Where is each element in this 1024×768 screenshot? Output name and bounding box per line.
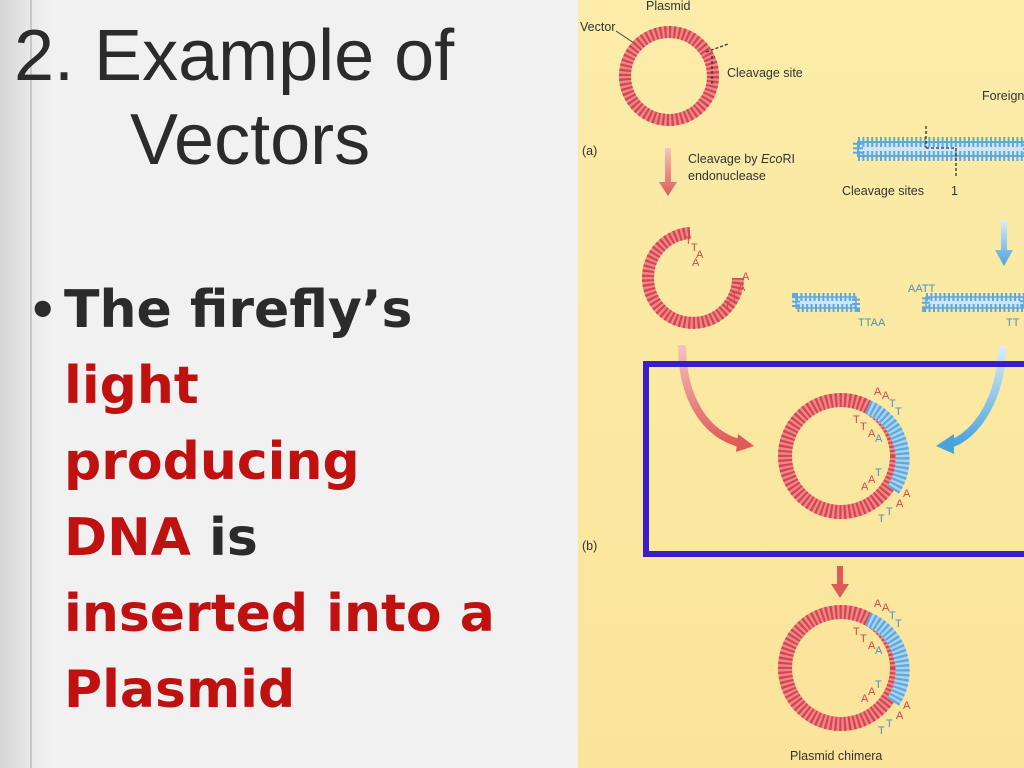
chimera-t2: T xyxy=(895,618,902,630)
chimera-a6: A xyxy=(861,693,869,705)
body-word-is: is xyxy=(190,508,258,568)
curved-arrow-blue-shaft xyxy=(948,345,1006,448)
plasmid-ring xyxy=(619,26,719,126)
foreign-insert xyxy=(865,400,910,494)
tt-label: TT xyxy=(1006,317,1020,329)
cleavage-marker xyxy=(705,43,729,53)
chimera-plasmid xyxy=(778,605,910,731)
annealed-t6: T xyxy=(886,506,893,518)
chimera-t3: T xyxy=(853,626,860,638)
down-arrow-blue xyxy=(995,220,1013,266)
panel-a-label: (a) xyxy=(582,144,597,158)
vector-plasmid xyxy=(619,26,719,126)
foreign-fragment-left-pairs xyxy=(792,293,860,312)
sticky-end-t2: T xyxy=(691,242,698,254)
chimera-t1: T xyxy=(889,610,896,622)
chimera-t4: T xyxy=(860,633,867,645)
annealed-t2: T xyxy=(895,406,902,418)
slide-title: 2. Example of Vectors xyxy=(14,14,574,182)
body-word-dna: DNA xyxy=(64,508,191,568)
down-arrow-chimera xyxy=(831,566,849,598)
body-word-light: light xyxy=(64,356,199,416)
annealed-t4: T xyxy=(860,421,867,433)
chimera-a7: A xyxy=(903,700,911,712)
plasmid-base-pairs xyxy=(619,26,719,126)
sticky-end-t3: T xyxy=(731,291,738,303)
body-word-inserted: inserted into a xyxy=(64,584,495,644)
chimera-insert xyxy=(865,612,910,706)
plasmid-chimera-label: Plasmid chimera xyxy=(790,749,882,763)
sticky-end-t1: T xyxy=(685,235,692,247)
annealed-t1: T xyxy=(889,398,896,410)
ttaa-label: TTAA xyxy=(858,317,886,329)
cleavage-sites-label: Cleavage sites xyxy=(842,184,924,198)
annealed-a4: A xyxy=(875,433,883,445)
vector-label: Vector xyxy=(580,20,615,34)
aatt-label: AATT xyxy=(908,283,936,295)
bullet-icon: • xyxy=(28,283,58,337)
panel-b-label: (b) xyxy=(582,539,597,553)
annealed-a7: A xyxy=(903,488,911,500)
chimera-t5: T xyxy=(875,679,882,691)
annealed-a2: A xyxy=(882,390,890,402)
chimera-a5: A xyxy=(868,686,876,698)
chimera-t6: T xyxy=(886,718,893,730)
sticky-end-a2: A xyxy=(692,257,700,269)
sticky-end-a4: A xyxy=(738,282,746,294)
annealed-a3: A xyxy=(868,428,876,440)
text-panel: 2. Example of Vectors • The firefly’s li… xyxy=(0,0,574,768)
foreign-fragment-right-pairs xyxy=(922,293,1024,312)
body-word-producing: producing xyxy=(64,432,360,492)
ecori-italic: Eco xyxy=(761,152,783,166)
foreign-dna-label: Foreign xyxy=(982,89,1024,103)
vector-pointer xyxy=(615,30,635,44)
endonuclease-label: endonuclease xyxy=(688,169,766,183)
plasmid-label: Plasmid xyxy=(646,0,691,13)
annealed-a1: A xyxy=(874,386,882,398)
annealed-t3: T xyxy=(853,414,860,426)
cleavage-by-label: Cleavage by EcoRI xyxy=(688,152,795,166)
sticky-end-t4: T xyxy=(724,300,731,312)
chimera-a1: A xyxy=(874,598,882,610)
chimera-a2: A xyxy=(882,602,890,614)
body-word-plasmid: Plasmid xyxy=(64,660,296,720)
bullet-body: The firefly’s light producing DNA is ins… xyxy=(64,272,584,728)
chimera-t7: T xyxy=(878,725,885,737)
opened-plasmid-arc xyxy=(642,227,744,329)
annealed-a5: A xyxy=(868,474,876,486)
page-fold-line xyxy=(30,0,32,768)
sticky-end-a3: A xyxy=(742,271,750,283)
annealed-a6: A xyxy=(861,481,869,493)
curved-arrow-blue-head xyxy=(936,434,954,454)
foreign-dna-base-pairs xyxy=(853,137,1024,161)
cleavage-by-text: Cleavage by xyxy=(688,152,761,166)
recombinant-dna-diagram: Plasmid Vector Cleavage site Foreign (a)… xyxy=(580,0,1024,763)
title-line-2: Vectors xyxy=(130,100,371,180)
ecori-rest: RI xyxy=(783,152,796,166)
chimera-a3: A xyxy=(868,640,876,652)
curved-arrow-red-shaft xyxy=(678,344,745,448)
title-line-1: 2. Example of xyxy=(14,16,455,96)
body-word-firefly: The firefly’s xyxy=(64,280,413,340)
sticky-end-a1: A xyxy=(696,249,704,261)
annealed-a8: A xyxy=(896,498,904,510)
chimera-a8: A xyxy=(896,710,904,722)
annealed-plasmid xyxy=(778,393,910,519)
site-number-label: 1 xyxy=(951,184,958,198)
annealed-t7: T xyxy=(878,513,885,525)
diagram-panel: Plasmid Vector Cleavage site Foreign (a)… xyxy=(578,0,1024,768)
foreign-dna-strand xyxy=(853,137,1024,161)
highlight-box xyxy=(643,361,1024,557)
chimera-a4: A xyxy=(875,645,883,657)
down-arrow-red xyxy=(659,148,677,196)
curved-arrow-red-head xyxy=(736,434,754,452)
opened-plasmid xyxy=(642,227,744,329)
page-edge-shadow xyxy=(0,0,52,768)
cleavage-site-label: Cleavage site xyxy=(727,66,803,80)
annealed-t5: T xyxy=(875,467,882,479)
